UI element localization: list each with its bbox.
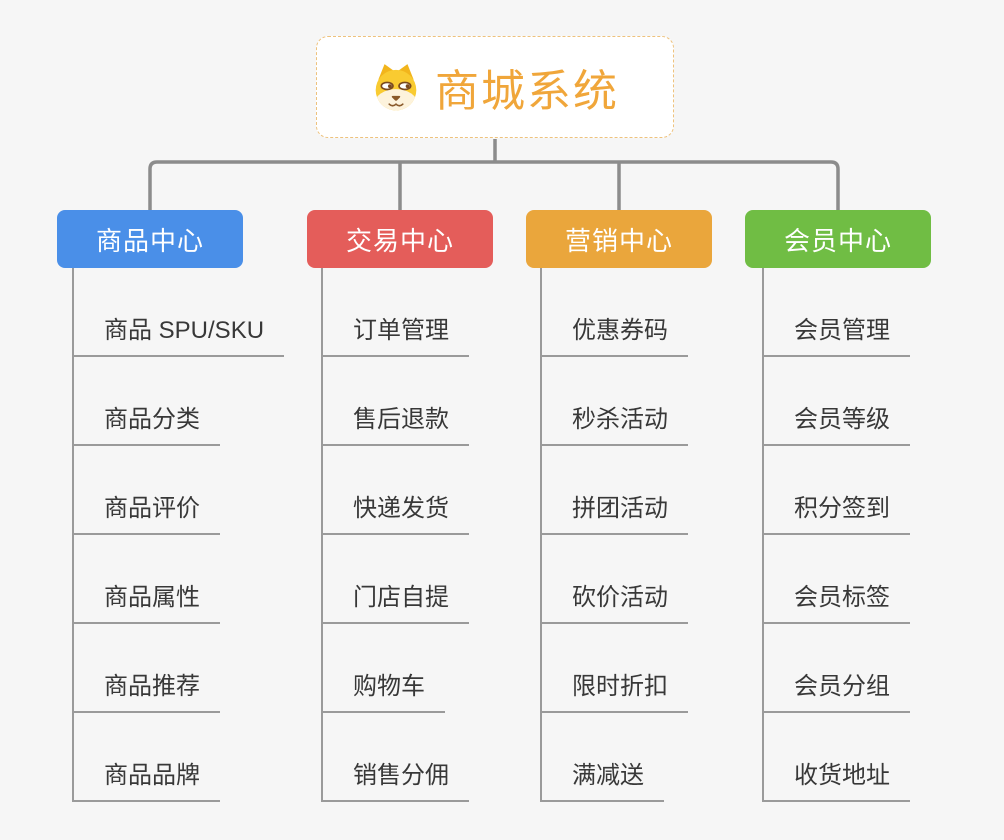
node-item[interactable]: 满减送 [540,760,664,802]
node-item[interactable]: 收货地址 [762,760,910,802]
node-item[interactable]: 积分签到 [762,493,910,535]
branch-node-product-center[interactable]: 商品中心 [57,210,243,268]
node-item[interactable]: 会员分组 [762,671,910,713]
node-item[interactable]: 快递发货 [321,493,469,535]
branch-connector-line [540,268,542,802]
node-item[interactable]: 会员管理 [762,315,910,357]
node-item[interactable]: 售后退款 [321,404,469,446]
node-item[interactable]: 商品 SPU/SKU [72,315,285,357]
node-item[interactable]: 订单管理 [321,315,469,357]
branch-node-label: 交易中心 [345,225,454,256]
node-item[interactable]: 购物车 [321,671,445,713]
branch-connector-line [72,268,74,802]
node-item[interactable]: 商品属性 [72,582,220,624]
dog-icon [375,64,417,111]
node-item[interactable]: 拼团活动 [540,493,688,535]
branch-node-label: 会员中心 [783,225,892,256]
branch-node-marketing-center[interactable]: 营销中心 [526,210,712,268]
node-item[interactable]: 商品分类 [72,404,220,446]
branch-node-member-center[interactable]: 会员中心 [745,210,931,268]
node-item[interactable]: 门店自提 [321,582,469,624]
branch-node-label: 营销中心 [564,225,673,256]
node-item[interactable]: 商品推荐 [72,671,220,713]
branch-node-trade-center[interactable]: 交易中心 [307,210,493,268]
root-node-title: 商城系统 [435,67,619,116]
node-item[interactable]: 商品评价 [72,493,220,535]
node-item[interactable]: 砍价活动 [540,582,688,624]
node-item[interactable]: 销售分佣 [321,760,469,802]
branch-node-label: 商品中心 [95,225,204,256]
root-node[interactable]: 商城系统 [316,36,674,138]
node-item[interactable]: 限时折扣 [540,671,688,713]
node-item[interactable]: 会员标签 [762,582,910,624]
node-item[interactable]: 优惠券码 [540,315,688,357]
branch-connector-line [321,268,323,802]
node-item[interactable]: 秒杀活动 [540,404,688,446]
branch-connector-line [762,268,764,802]
node-item[interactable]: 商品品牌 [72,760,220,802]
node-item[interactable]: 会员等级 [762,404,910,446]
